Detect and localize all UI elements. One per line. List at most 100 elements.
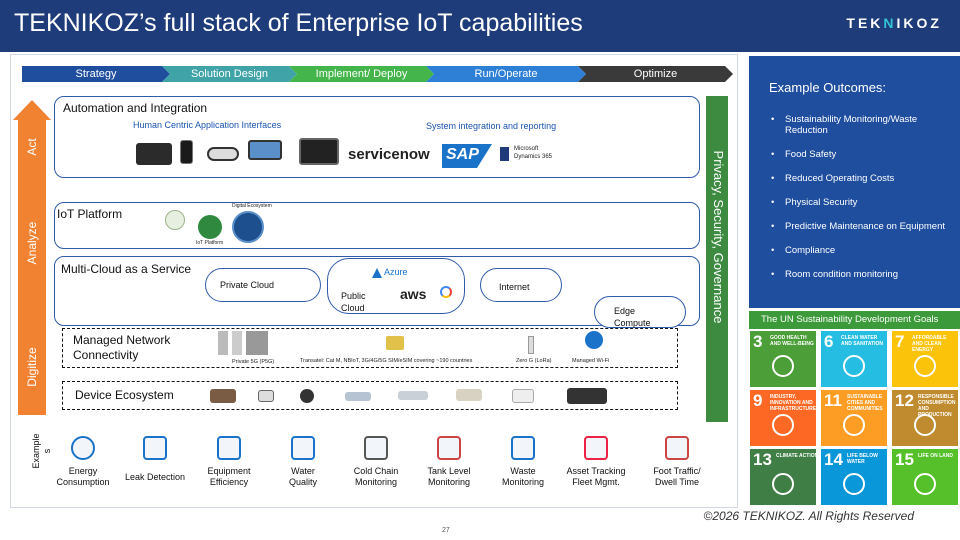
sensor-device-3 (300, 389, 314, 403)
outcomes-panel: Example Outcomes: Sustainability Monitor… (749, 56, 960, 308)
sdg-symbol-icon (914, 355, 936, 377)
privacy-security-governance-label: Privacy, Security, Governance (711, 150, 726, 324)
phase-strategy: Strategy (22, 66, 170, 82)
example-label: Water Quality (288, 466, 317, 487)
label-analyze: Analyze (25, 221, 39, 265)
aws-logo: aws (400, 286, 427, 302)
managed-network-box (62, 328, 678, 368)
pipe-icon (143, 436, 167, 460)
sdg-text: INDUSTRY, INNOVATION AND INFRASTRUCTURE (770, 394, 817, 412)
managed-network-title: Managed Network Connectivity (73, 333, 171, 362)
logo-part-3: IKOZ (896, 15, 942, 31)
outcomes-heading: Example Outcomes: (769, 80, 887, 95)
sdg-number: 9 (753, 391, 763, 410)
edge-compute-label: Edge Compute (614, 306, 651, 328)
sdg-header: The UN Sustainability Development Goals (749, 311, 960, 329)
google-cloud-icon (440, 286, 452, 298)
public-cloud-label: Public Cloud (341, 291, 366, 313)
sensor-device-8 (567, 388, 607, 404)
example-label: Leak Detection (124, 472, 186, 482)
outcome-item: Compliance (769, 245, 954, 256)
example-label: Waste Monitoring (501, 466, 545, 487)
example-label: Foot Traffic/ Dwell Time (653, 466, 701, 487)
iot-platform-title: IoT Platform (57, 207, 123, 221)
sdg-text: RESPONSIBLE CONSUMPTION AND PRODUCTION (918, 394, 956, 418)
sdg-symbol-icon (843, 414, 865, 436)
device-ecosystem-title: Device Ecosystem (75, 388, 174, 402)
sdg-text: CLIMATE ACTION (776, 453, 819, 459)
examples-label: Example s (31, 433, 52, 469)
sensor-device-6 (456, 389, 482, 401)
page-number: 27 (442, 527, 450, 534)
system-integration-caption: System integration and reporting (426, 121, 557, 131)
sdg-symbol-icon (772, 355, 794, 377)
phase-run-operate: Run/Operate (426, 66, 586, 82)
sdg-number: 11 (824, 391, 842, 410)
sdg-text: AFFORDABLE AND CLEAN ENERGY (912, 335, 947, 353)
laptop-icon (248, 140, 282, 160)
label-act: Act (25, 138, 39, 156)
azure-logo (372, 268, 382, 278)
sensor-device-5 (398, 391, 428, 400)
ms-dynamics-logo (500, 147, 509, 161)
multi-cloud-title: Multi-Cloud as a Service (61, 262, 192, 276)
teknikoz-logo: TEKNIKOZ (846, 15, 942, 31)
example-label: Tank Level Monitoring (427, 466, 471, 487)
managed-wifi-label: Managed Wi-Fi (572, 358, 610, 364)
outcome-item: Reduced Operating Costs (769, 173, 954, 184)
sdg-symbol-icon (843, 473, 865, 495)
lora-device-icon (528, 336, 534, 354)
example-label: Cold Chain Monitoring (353, 466, 399, 487)
tank-icon (437, 436, 461, 460)
sensor-device-2 (258, 390, 274, 402)
water-icon (291, 436, 315, 460)
keyboard-icon (136, 143, 172, 165)
private-cloud (205, 268, 321, 302)
act-analyze-digitize-bar (18, 118, 46, 415)
outcome-item: Predictive Maintenance on Equipment (769, 221, 954, 232)
sdg-goal-9: 9 INDUSTRY, INNOVATION AND INFRASTRUCTURE (750, 390, 816, 446)
sdg-symbol-icon (843, 355, 865, 377)
servicenow-logo: servicenow (348, 146, 430, 163)
ms-line1: Microsoft (514, 146, 539, 152)
sdg-number: 6 (824, 332, 834, 351)
device-ecosystem-box (62, 381, 678, 410)
sap-text: SAP (446, 146, 479, 163)
fleet-icon (584, 436, 608, 460)
sensor-device-1 (210, 389, 236, 403)
human-centric-caption: Human Centric Application Interfaces (133, 120, 282, 130)
sdg-number: 12 (895, 391, 914, 410)
outcome-item: Sustainability Monitoring/Waste Reductio… (769, 114, 954, 136)
sdg-number: 14 (824, 450, 843, 469)
outcome-item: Room condition monitoring (769, 269, 954, 280)
sdg-text: GOOD HEALTH AND WELL-BEING (770, 335, 814, 347)
vr-headset-icon (207, 147, 239, 161)
sdg-symbol-icon (772, 473, 794, 495)
azure-label: Azure (384, 267, 408, 277)
logo-part-1: TEK (846, 15, 884, 31)
phase-implement-deploy: Implement/ Deploy (289, 66, 434, 82)
digital-ecosystem-label: Digital Ecosystem (232, 203, 272, 209)
energy-icon (71, 436, 95, 460)
outcome-item: Physical Security (769, 197, 954, 208)
p5g-antenna-icon (218, 331, 268, 355)
outcome-item: Food Safety (769, 149, 954, 160)
sdg-symbol-icon (914, 414, 936, 436)
phase-solution-design: Solution Design (162, 66, 297, 82)
tablet-icon (299, 138, 339, 165)
sdg-symbol-icon (772, 414, 794, 436)
logo-part-2: N (883, 15, 897, 31)
edge-compute-cloud (594, 296, 686, 328)
sdg-number: 15 (895, 450, 914, 469)
sensor-device-4 (345, 392, 371, 401)
truck-icon (364, 436, 388, 460)
iot-hub-icon (198, 215, 222, 239)
iot-cluster-icon (165, 210, 185, 230)
internet-label: Internet (499, 282, 530, 292)
private-cloud-label: Private Cloud (220, 280, 275, 290)
sdg-text: CLEAN WATER AND SANITATION (841, 335, 884, 347)
